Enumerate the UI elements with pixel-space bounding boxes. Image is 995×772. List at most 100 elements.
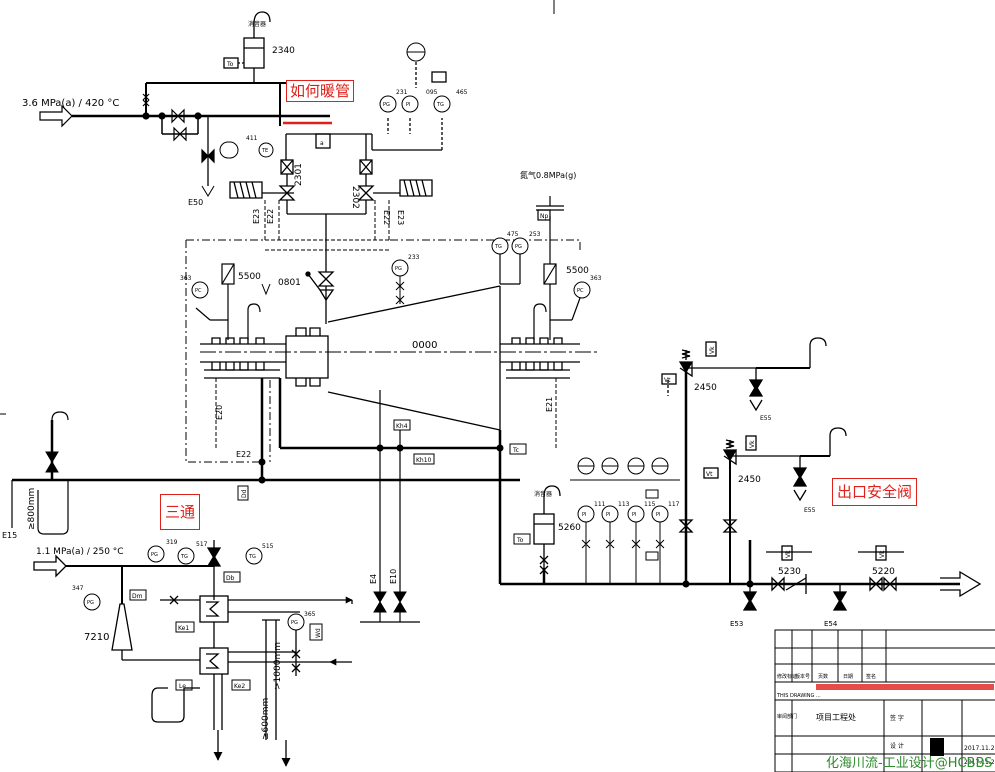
tb-dept: 审阅部门 — [777, 713, 797, 720]
box-To1: To — [226, 61, 234, 68]
drain-E15: E15 — [2, 531, 17, 540]
bubble-pg-365: PG — [291, 620, 298, 626]
box-Db: Db — [226, 575, 235, 582]
box-Tc: Tc — [512, 447, 519, 454]
tag-2340: 2340 — [272, 46, 295, 56]
tag-319: 319 — [166, 539, 178, 546]
safety-valve-upper — [661, 337, 827, 533]
bubble-te-411: TE — [261, 148, 268, 154]
drain-E55-lower: E55 — [804, 507, 816, 514]
drain-E22-c: E22 — [236, 450, 251, 459]
bubble-tg-515: TG — [248, 554, 256, 560]
box-Vk-upper: Vk — [709, 346, 716, 354]
box-Kh4: Kh4 — [396, 423, 408, 430]
drain-E20: E20 — [215, 405, 224, 420]
stop-valves — [229, 159, 433, 272]
control-valve-0801 — [305, 271, 335, 324]
gauge-array — [570, 457, 680, 584]
sheet-border — [0, 0, 555, 415]
header-tag-a: a — [320, 140, 324, 147]
annotation-three-way: 三通 — [160, 494, 201, 530]
tb-date-1: 2017.11.2 — [964, 745, 995, 752]
turbine-inlet-header — [285, 62, 447, 160]
bubble-pg-319: PG — [151, 552, 158, 558]
bubble-tg-475: TG — [494, 244, 502, 250]
tag-465: 465 — [456, 89, 468, 96]
exhaust-lines — [12, 368, 960, 586]
bubble-pi-095: PI — [406, 102, 411, 108]
drain-E22-a: E22 — [266, 209, 275, 224]
gauge-pi-117: PI — [656, 512, 661, 518]
box-Wd: Wd — [315, 628, 322, 638]
tag-113: 113 — [618, 501, 630, 508]
bubble-tg-465: TG — [436, 102, 444, 108]
main-inlet-valves — [142, 93, 215, 164]
box-Vt-lower: Vt — [706, 471, 713, 478]
instrument-bubbles-bottom — [83, 545, 305, 631]
annotation-outlet-safety-valve: 出口安全阀 — [832, 478, 918, 506]
tag-0801: 0801 — [278, 278, 301, 288]
gauge-pi-111: PI — [582, 512, 587, 518]
bubble-pc-363-left-text: PC — [195, 288, 202, 294]
box-Le: Le — [179, 683, 186, 690]
tag-5500-right: 5500 — [566, 266, 589, 276]
drain-E53: E53 — [730, 620, 743, 628]
tb-signature-mark — [930, 738, 944, 756]
safety-valve-lower — [703, 427, 847, 584]
tag-2302: 2302 — [350, 186, 360, 209]
tag-231: 231 — [396, 89, 408, 96]
tag-115: 115 — [644, 501, 656, 508]
gauge-pi-115: PI — [632, 512, 637, 518]
tag-2301: 2301 — [294, 163, 304, 186]
dim-800: ≥800mm — [27, 488, 37, 530]
bubble-pg-253: PG — [515, 244, 522, 250]
box-Vk-5230: Vk — [785, 550, 792, 558]
silencer-2340 — [223, 11, 271, 83]
tag-7210: 7210 — [84, 632, 109, 643]
tb-col-5: 签名 — [866, 673, 876, 680]
exhaust-valves — [45, 444, 754, 613]
tag-515: 515 — [262, 543, 274, 550]
drain-E55-upper: E55 — [760, 415, 772, 422]
bubble-tg-517: TG — [180, 554, 188, 560]
valve-drains — [264, 200, 390, 251]
annotation-warm-pipe: 如何暖管 — [286, 80, 355, 102]
box-Vk-lower: Vk — [749, 440, 756, 448]
tb-note: THIS DRAWING ... — [776, 693, 821, 699]
tag-2450-lower: 2450 — [738, 475, 761, 485]
tb-project: 项目工程处 — [816, 712, 856, 722]
drain-E54: E54 — [824, 620, 838, 628]
tb-col-2: 版本号 — [795, 673, 810, 680]
box-Np: Np — [540, 213, 548, 220]
drain-E23-b: E23 — [396, 210, 405, 225]
tag-5500-left: 5500 — [238, 272, 261, 282]
tag-365: 365 — [304, 611, 316, 618]
turbine-casing — [200, 285, 600, 431]
gland-left — [195, 263, 271, 340]
tag-233: 233 — [408, 254, 420, 261]
gland-right — [499, 196, 581, 340]
main-steam-spec: 3.6 MPa(a) / 420 °C — [22, 98, 119, 109]
dim-600: ≥600mm — [261, 698, 271, 740]
tag-117: 117 — [668, 501, 680, 508]
tag-2450-upper: 2450 — [694, 383, 717, 393]
low-steam-line — [33, 540, 353, 767]
box-Vk-5220: Vk — [879, 550, 886, 558]
bubble-pc-231: PG — [383, 102, 390, 108]
tag-5260: 5260 — [558, 523, 581, 533]
tb-col-4: 日期 — [843, 674, 853, 680]
drain-E50-funnel — [201, 185, 215, 197]
instrument-bubbles-top — [219, 42, 451, 159]
tb-col-3: 页数 — [818, 673, 828, 680]
drain-E23-a: E23 — [252, 209, 261, 224]
tag-253: 253 — [529, 231, 541, 238]
nitrogen-spec: 氮气0.8MPa(g) — [520, 170, 576, 180]
casing-drains — [215, 378, 557, 450]
drain-E4: E4 — [369, 574, 378, 584]
tb-sign: 签 字 — [890, 714, 904, 722]
silencer-label-2: 消音器 — [534, 490, 552, 498]
tag-411: 411 — [246, 135, 258, 142]
outlet-valves — [742, 545, 982, 611]
box-Dm: Dm — [132, 593, 143, 600]
drain-E10: E10 — [389, 569, 398, 584]
